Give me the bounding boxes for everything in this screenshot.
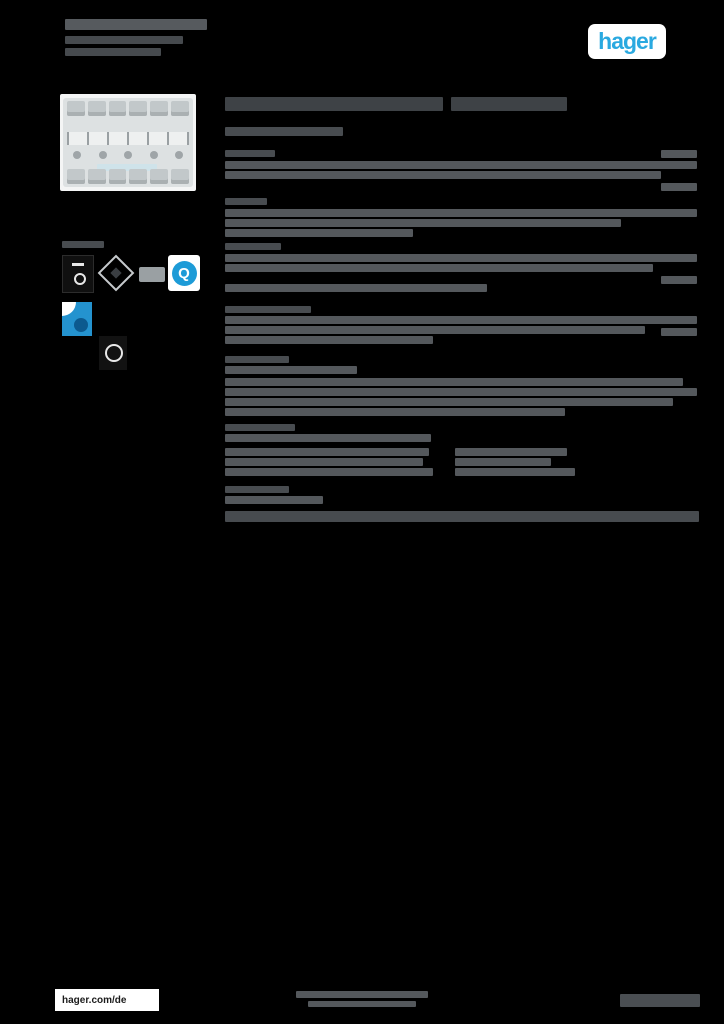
spec-text-line (225, 448, 429, 456)
spec-value (455, 468, 575, 476)
spec-value (455, 448, 567, 456)
product-title-line (225, 97, 443, 111)
round-certification-icon (99, 336, 127, 370)
spec-text-line (225, 316, 697, 324)
spec-text-line (225, 378, 683, 386)
spec-label (225, 198, 267, 205)
spec-text-line (225, 219, 621, 227)
spec-text-line (225, 398, 673, 406)
product-photo (60, 94, 196, 191)
section-divider-line (225, 511, 699, 522)
spec-text-line (225, 458, 423, 466)
hager-logo-text: hager (598, 28, 657, 54)
spec-text-line (225, 434, 431, 442)
spec-text-line (225, 388, 697, 396)
certifications-caption (62, 241, 104, 248)
device-label-band (67, 132, 189, 145)
kema-diamond-icon (97, 254, 135, 292)
din-rail-device (63, 98, 193, 187)
terminal-row-bottom (67, 169, 189, 184)
spec-text-line (225, 496, 323, 504)
spec-text-line (225, 161, 697, 169)
product-title-line (451, 97, 567, 111)
footer-info-line (308, 1001, 416, 1007)
spec-value (455, 458, 551, 466)
spec-label (225, 150, 275, 157)
footer-website-label: hager.com/de (62, 994, 127, 1006)
spec-text-line (225, 264, 653, 272)
spec-text-line (225, 408, 565, 416)
spec-text-line (225, 229, 413, 237)
spec-label (225, 486, 289, 493)
product-subtitle-line (225, 127, 343, 136)
safety-mark-icon (62, 255, 94, 293)
device-knobs (73, 151, 183, 159)
spec-label (225, 356, 289, 363)
spec-value (661, 150, 697, 158)
spec-value (661, 183, 697, 191)
device-label-strip (97, 164, 157, 171)
footer-page-number (620, 994, 700, 1007)
footer-website-link[interactable]: hager.com/de (55, 989, 159, 1011)
blue-association-icon (62, 302, 92, 336)
hager-logo: hager (588, 24, 666, 59)
spec-value (661, 328, 697, 336)
spec-text-line (225, 209, 697, 217)
spec-text-line (225, 171, 661, 179)
footer-info-line (296, 991, 428, 998)
quality-label-letter: Q (171, 260, 197, 286)
spec-label (225, 243, 281, 250)
doc-reference-line (65, 48, 161, 56)
spec-text-line (225, 366, 357, 374)
doc-reference-line (65, 36, 183, 44)
spec-text-line (225, 468, 433, 476)
spec-text-line (225, 284, 487, 292)
spec-label (225, 306, 311, 313)
terminal-row-top (67, 101, 189, 116)
quality-label-icon: Q (168, 255, 200, 291)
spec-value (661, 276, 697, 284)
doc-reference-line (65, 19, 207, 30)
spec-text-line (225, 254, 697, 262)
spec-text-line (225, 326, 645, 334)
spec-text-line (225, 336, 433, 344)
ce-mark-icon (139, 267, 165, 282)
spec-label (225, 424, 295, 431)
